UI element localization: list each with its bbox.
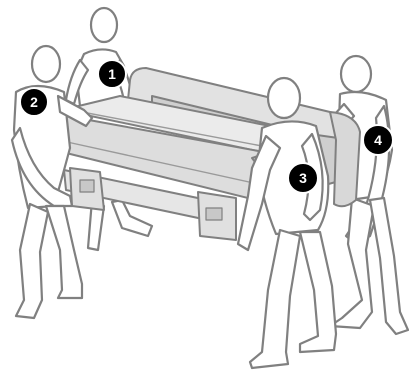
marker-1-label: 1 [108,66,116,82]
marker-3-label: 3 [299,170,307,186]
marker-3: 3 [288,163,318,193]
marker-4: 4 [363,125,393,155]
marker-4-label: 4 [374,132,382,148]
marker-1: 1 [98,60,126,88]
marker-2-label: 2 [30,94,38,110]
marker-2: 2 [20,88,48,116]
